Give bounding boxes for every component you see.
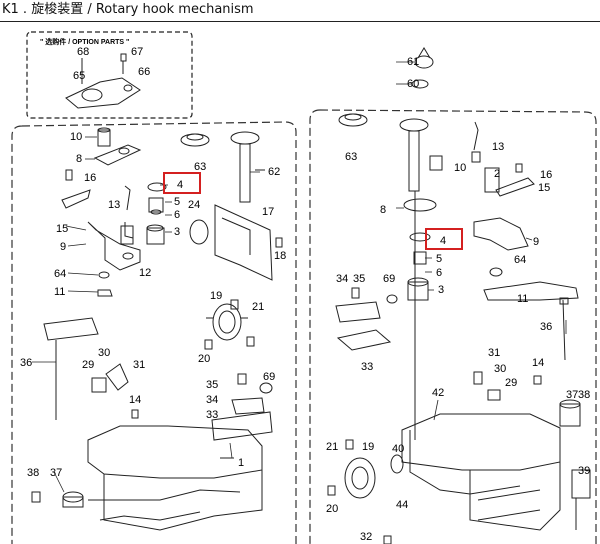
right-leader-lines — [396, 61, 567, 421]
highlight-callout-4-right — [425, 228, 463, 250]
callout-10: 10 — [70, 131, 82, 143]
left-assembly-frame — [11, 121, 297, 544]
callout-63: 63 — [194, 161, 206, 173]
callout-67: 67 — [131, 46, 143, 58]
callout-30: 30 — [98, 347, 110, 359]
callout-34-right: 34 — [336, 273, 348, 285]
callout-16: 16 — [84, 172, 96, 184]
callout-68: 68 — [77, 46, 89, 58]
callout-34: 34 — [206, 394, 218, 406]
callout-13: 13 — [108, 199, 120, 211]
callout-30-right: 30 — [494, 363, 506, 375]
callout-35-right: 35 — [353, 273, 365, 285]
callout-66: 66 — [138, 66, 150, 78]
callout-21-right: 21 — [326, 441, 338, 453]
option-parts-box: " 选购件 / OPTION PARTS " 68 67 65 66 — [26, 31, 193, 119]
callout-33-right: 33 — [361, 361, 373, 373]
callout-9-right: 9 — [533, 236, 539, 248]
callout-3-right: 3 — [438, 284, 444, 296]
callout-10-right: 10 — [454, 162, 466, 174]
callout-3: 3 — [174, 226, 180, 238]
callout-6: 6 — [174, 209, 180, 221]
callout-37: 37 — [50, 467, 62, 479]
callout-29: 29 — [82, 359, 94, 371]
left-assembly-parts — [31, 127, 283, 531]
highlight-boxes — [163, 172, 463, 250]
callout-21: 21 — [252, 301, 264, 313]
callout-69: 69 — [263, 371, 275, 383]
callout-17: 17 — [262, 206, 274, 218]
callout-20-left-a: 20 — [198, 353, 210, 365]
callout-5-right: 5 — [436, 253, 442, 265]
callout-16-right: 16 — [540, 169, 552, 181]
callout-4: 4 — [177, 179, 183, 191]
callout-9: 9 — [60, 241, 66, 253]
callout-42: 42 — [432, 387, 444, 399]
callout-35: 35 — [206, 379, 218, 391]
callout-19-right: 19 — [362, 441, 374, 453]
callout-65: 65 — [73, 70, 85, 82]
callout-15-right: 15 — [538, 182, 550, 194]
option-part-drawing — [65, 53, 141, 109]
callout-37-right: 37 — [566, 389, 578, 401]
callout-36-right: 36 — [540, 321, 552, 333]
highlight-callout-4-left — [163, 172, 201, 194]
callout-5: 5 — [174, 196, 180, 208]
callout-69-right: 69 — [383, 273, 395, 285]
header-title: K1 . 旋梭装置 / Rotary hook mechanism — [2, 2, 254, 17]
callout-36: 36 — [20, 357, 32, 369]
callout-2: 2 — [494, 168, 500, 180]
option-parts-label: " 选购件 / OPTION PARTS " — [40, 37, 129, 46]
rotary-hook-diagram: " 选购件 / OPTION PARTS " 68 67 65 66 — [11, 31, 597, 544]
callout-20-right: 20 — [326, 503, 338, 515]
callout-13-right: 13 — [492, 141, 504, 153]
page-header: K1 . 旋梭装置 / Rotary hook mechanism — [0, 0, 600, 22]
callout-61: 61 — [407, 56, 419, 68]
callout-31-right: 31 — [488, 347, 500, 359]
callout-62: 62 — [268, 166, 280, 178]
callout-11: 11 — [54, 286, 65, 298]
callout-39: 39 — [578, 465, 590, 477]
callout-1: 1 — [238, 457, 244, 469]
callout-24: 24 — [188, 199, 200, 211]
callout-64: 64 — [54, 268, 66, 280]
callout-6-right: 6 — [436, 267, 442, 279]
callout-11-right: 11 — [517, 293, 528, 305]
callout-31: 31 — [133, 359, 145, 371]
callout-18: 18 — [274, 250, 286, 262]
callout-60: 60 — [407, 78, 419, 90]
right-assembly-parts — [327, 47, 591, 544]
callout-29-right: 29 — [505, 377, 517, 389]
callout-63-right: 63 — [345, 151, 357, 163]
callout-38: 38 — [27, 467, 39, 479]
callout-8: 8 — [76, 153, 82, 165]
callout-12: 12 — [139, 267, 151, 279]
callout-44: 44 — [396, 499, 408, 511]
callout-32: 32 — [360, 531, 372, 543]
callout-15: 15 — [56, 223, 68, 235]
callout-33: 33 — [206, 409, 218, 421]
callout-8-right: 8 — [380, 204, 386, 216]
callout-numbers: 61 60 10 8 63 62 16 4 5 6 3 24 17 13 15 … — [20, 56, 590, 543]
callout-38-right: 38 — [578, 389, 590, 401]
callout-19: 19 — [210, 290, 222, 302]
option-part-numbers: 68 67 65 66 — [73, 46, 150, 82]
callout-4-right: 4 — [440, 235, 446, 247]
callout-64-right: 64 — [514, 254, 526, 266]
callout-14-right: 14 — [532, 357, 544, 369]
callout-40: 40 — [392, 443, 404, 455]
callout-14: 14 — [129, 394, 141, 406]
right-assembly-frame — [309, 109, 597, 544]
